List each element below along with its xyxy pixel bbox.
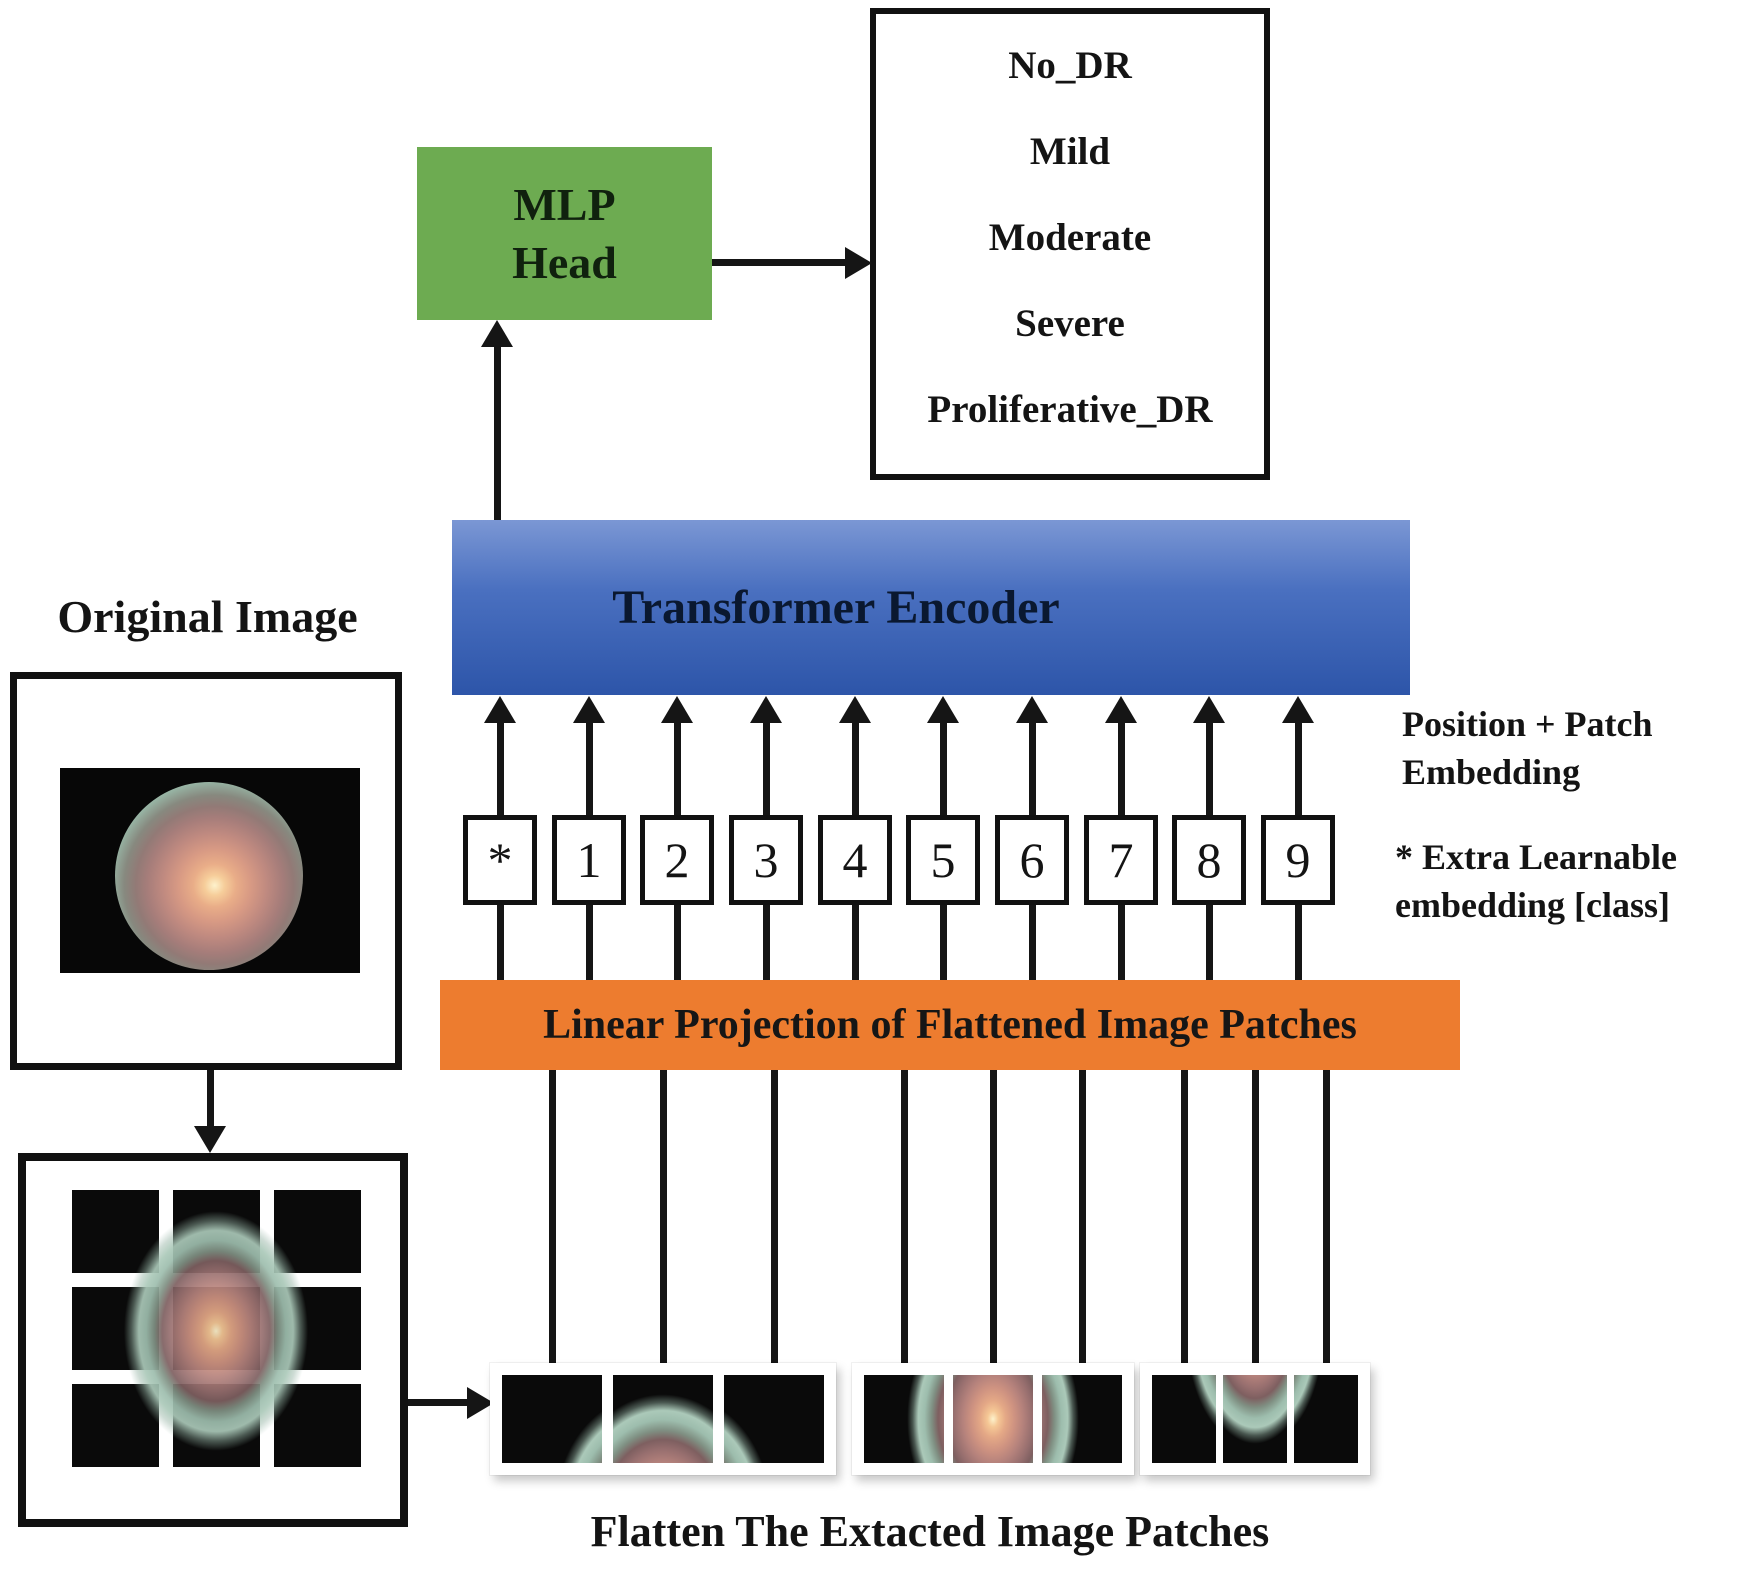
image-patch-3 [724,1375,824,1463]
fundus-eye-overlay [123,1210,309,1452]
fundus-photo [60,768,360,973]
patched-image-box [18,1153,408,1527]
token-box-8: 8 [1172,815,1246,905]
class-label-no-dr: No_DR [1008,44,1132,87]
image-patch-9 [1294,1375,1358,1463]
mlp-head-label-line1: MLP [513,178,616,230]
patch-projection-line [1079,1070,1086,1363]
mlp-head-label-line2: Head [512,236,617,288]
token-input-line [497,905,504,980]
token-box-7: 7 [1084,815,1158,905]
linear-projection-label: Linear Projection of Flattened Image Pat… [543,1002,1357,1048]
token-box-2: 2 [640,815,714,905]
token-arrow-up-icon [750,696,782,723]
token-input-line [1295,905,1302,980]
token-arrow-up-icon [1282,696,1314,723]
token-input-line [586,905,593,980]
token-arrow-up-line [852,719,859,815]
token-input-line [674,905,681,980]
original-image-box [10,672,402,1070]
token-arrow-up-icon [927,696,959,723]
class-label-proliferative-dr: Proliferative_DR [927,388,1213,431]
token-arrow-up-icon [661,696,693,723]
flattened-patch-strip-1 [490,1363,836,1475]
token-box-5: 5 [906,815,980,905]
token-arrow-up-line [1118,719,1125,815]
image-patch-8 [1223,1375,1287,1463]
token-arrow-up-line [674,719,681,815]
image-patch-6 [1042,1375,1122,1463]
mlp-head-box: MLP Head [417,147,712,320]
flattened-patch-strip-3 [1140,1363,1370,1475]
token-input-line [1118,905,1125,980]
token-arrow-up-line [497,719,504,815]
extra-learnable-note-line1: * Extra Learnable [1395,837,1677,877]
token-box-4: 4 [818,815,892,905]
class-label-moderate: Moderate [988,216,1152,259]
token-arrow-up-line [1295,719,1302,815]
token-box-6: 6 [995,815,1069,905]
patch-projection-line [1323,1070,1330,1363]
patch-projection-line [660,1070,667,1363]
patch-projection-line [990,1070,997,1363]
token-box-class: * [463,815,537,905]
arrow-encoder-to-mlp-head-icon [481,320,513,347]
extra-learnable-note-line2: embedding [class] [1395,885,1671,925]
token-input-line [1029,905,1036,980]
token-arrow-up-icon [1193,696,1225,723]
arrow-encoder-to-mlp-line [494,344,501,520]
position-patch-embedding-note: Position + Patch Embedding [1402,700,1653,796]
token-arrow-up-line [763,719,770,815]
original-image-label: Original Image [57,591,358,642]
token-arrow-up-line [940,719,947,815]
fundus-eye-image [115,782,303,970]
linear-projection-box: Linear Projection of Flattened Image Pat… [440,980,1460,1070]
patch-projection-line [1181,1070,1188,1363]
token-arrow-up-icon [1105,696,1137,723]
transformer-encoder-label: Transformer Encoder [612,581,1060,634]
position-patch-note-line2: Embedding [1402,752,1581,792]
token-arrow-up-line [586,719,593,815]
token-box-1: 1 [552,815,626,905]
token-input-line [763,905,770,980]
token-input-line [1206,905,1213,980]
class-label-severe: Severe [1015,302,1125,345]
position-patch-note-line1: Position + Patch [1402,704,1653,744]
token-input-line [940,905,947,980]
token-input-line [852,905,859,980]
image-patch-1 [502,1375,602,1463]
image-patch-2 [613,1375,713,1463]
token-box-3: 3 [729,815,803,905]
class-label-mild: Mild [1029,130,1111,173]
token-arrow-up-line [1206,719,1213,815]
token-arrow-up-icon [573,696,605,723]
token-arrow-up-line [1029,719,1036,815]
patch-projection-line [771,1070,778,1363]
token-arrow-up-icon [1016,696,1048,723]
token-arrow-up-icon [484,696,516,723]
image-patch-4 [864,1375,944,1463]
arrow-mlp-to-classes-head-icon [845,247,872,279]
arrow-mlp-to-classes-line [712,259,848,266]
token-box-9: 9 [1261,815,1335,905]
extra-learnable-embedding-note: * Extra Learnable embedding [class] [1395,833,1677,929]
image-patch-7 [1152,1375,1216,1463]
arrow-original-to-grid-head-icon [194,1126,226,1153]
patch-projection-line [549,1070,556,1363]
token-arrow-up-icon [839,696,871,723]
arrow-original-to-grid-line [207,1070,214,1128]
arrow-grid-to-strips-line [408,1399,470,1406]
flattened-patch-strip-2 [852,1363,1134,1475]
patch-projection-line [901,1070,908,1363]
dr-classes-box: No_DR Mild Moderate Severe Proliferative… [870,8,1270,480]
flatten-patches-caption: Flatten The Extacted Image Patches [590,1507,1270,1556]
arrow-grid-to-strips-head-icon [467,1387,494,1419]
image-patch-5 [953,1375,1033,1463]
transformer-encoder-box: Transformer Encoder [452,520,1410,695]
patch-projection-line [1252,1070,1259,1363]
